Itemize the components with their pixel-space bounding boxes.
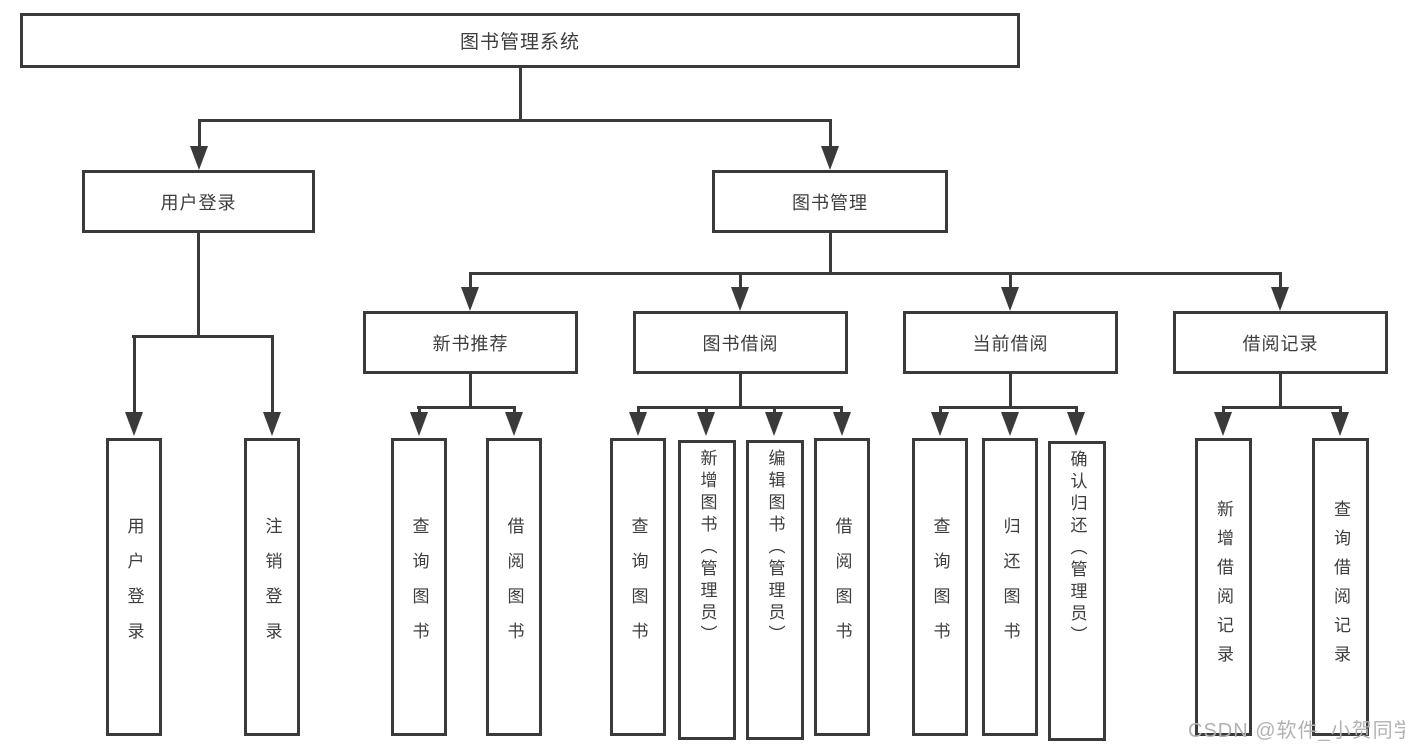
connector-line — [705, 406, 708, 414]
leaf-query-borrow-record-label: 查询借阅记录 — [1331, 500, 1350, 674]
connector-line — [773, 406, 776, 414]
node-book-borrow: 图书借阅 — [633, 311, 848, 374]
leaf-logout-label: 注销登录 — [262, 517, 282, 657]
node-borrow-record-label: 借阅记录 — [1242, 333, 1319, 354]
connector-line — [469, 374, 472, 406]
connector-line — [132, 335, 274, 338]
leaf-add-borrow-record-label: 新增借阅记录 — [1214, 500, 1233, 674]
node-root-label: 图书管理系统 — [459, 32, 580, 53]
connector-line — [519, 68, 522, 119]
node-borrow-record: 借阅记录 — [1173, 311, 1388, 374]
node-new-book-recommend: 新书推荐 — [363, 311, 578, 374]
node-user-login-label: 用户登录 — [160, 192, 237, 213]
connector-line — [637, 406, 843, 409]
node-book-management: 图书管理 — [712, 170, 948, 233]
arrowhead-down-icon — [1214, 412, 1232, 436]
leaf-query-books-1: 查询图书 — [391, 438, 447, 736]
connector-line — [739, 374, 742, 406]
node-current-borrow: 当前借阅 — [903, 311, 1118, 374]
leaf-add-books-admin-label: 新增图书（管理员） — [697, 449, 717, 647]
connector-line — [939, 406, 1077, 409]
leaf-query-books-3: 查询图书 — [912, 438, 968, 736]
node-current-borrow-label: 当前借阅 — [972, 333, 1049, 354]
connector-line — [469, 272, 1282, 275]
connector-line — [1222, 406, 1341, 409]
arrowhead-down-icon — [821, 146, 839, 170]
leaf-borrow-books-1: 借阅图书 — [486, 438, 542, 736]
arrowhead-down-icon — [190, 146, 208, 170]
watermark: CSDN @软件_小贺同学 — [1188, 720, 1405, 742]
arrowhead-down-icon — [410, 412, 428, 436]
leaf-add-borrow-record: 新增借阅记录 — [1195, 438, 1252, 736]
leaf-confirm-return-admin: 确认归还（管理员） — [1048, 441, 1106, 741]
node-root: 图书管理系统 — [20, 13, 1020, 68]
leaf-confirm-return-admin-label: 确认归还（管理员） — [1067, 450, 1087, 648]
connector-line — [1279, 272, 1282, 288]
leaf-user-login-label: 用户登录 — [124, 517, 144, 657]
arrowhead-down-icon — [1271, 287, 1289, 311]
node-user-login: 用户登录 — [82, 170, 315, 233]
connector-line — [513, 406, 516, 414]
connector-line — [1339, 406, 1342, 414]
connector-line — [199, 119, 831, 122]
leaf-query-books-1-label: 查询图书 — [409, 517, 429, 657]
node-book-management-label: 图书管理 — [792, 192, 868, 213]
connector-line — [637, 406, 640, 414]
connector-line — [198, 119, 201, 146]
arrowhead-down-icon — [765, 412, 783, 436]
connector-line — [829, 233, 832, 272]
leaf-borrow-books-1-label: 借阅图书 — [504, 517, 524, 657]
leaf-borrow-books-2-label: 借阅图书 — [832, 517, 852, 657]
arrowhead-down-icon — [697, 412, 715, 436]
arrowhead-down-icon — [263, 412, 281, 436]
arrowhead-down-icon — [629, 412, 647, 436]
connector-line — [417, 406, 516, 409]
leaf-logout: 注销登录 — [244, 438, 300, 736]
connector-line — [1009, 272, 1012, 288]
leaf-edit-books-admin-label: 编辑图书（管理员） — [765, 449, 785, 647]
leaf-user-login: 用户登录 — [106, 438, 162, 736]
leaf-query-books-2-label: 查询图书 — [628, 517, 648, 657]
leaf-return-books-label: 归还图书 — [1000, 517, 1020, 657]
connector-line — [939, 406, 942, 414]
leaf-query-borrow-record: 查询借阅记录 — [1312, 438, 1369, 736]
connector-line — [418, 406, 421, 414]
connector-line — [1075, 406, 1078, 414]
leaf-return-books: 归还图书 — [982, 438, 1038, 736]
leaf-edit-books-admin: 编辑图书（管理员） — [746, 440, 804, 740]
arrowhead-down-icon — [833, 412, 851, 436]
leaf-borrow-books-2: 借阅图书 — [814, 438, 870, 736]
arrowhead-down-icon — [1331, 412, 1349, 436]
leaf-query-books-2: 查询图书 — [610, 438, 666, 736]
connector-line — [840, 406, 843, 414]
connector-line — [197, 233, 200, 335]
node-new-book-recommend-label: 新书推荐 — [432, 333, 509, 354]
connector-line — [133, 335, 136, 412]
connector-line — [1009, 374, 1012, 406]
connector-line — [271, 335, 274, 412]
connector-line — [739, 272, 742, 288]
connector-line — [829, 119, 832, 146]
node-book-borrow-label: 图书借阅 — [702, 333, 779, 354]
arrowhead-down-icon — [505, 412, 523, 436]
arrowhead-down-icon — [1001, 287, 1019, 311]
leaf-add-books-admin: 新增图书（管理员） — [678, 440, 736, 740]
connector-line — [1222, 406, 1225, 414]
arrowhead-down-icon — [1067, 412, 1085, 436]
arrowhead-down-icon — [461, 287, 479, 311]
connector-line — [1279, 374, 1282, 406]
arrowhead-down-icon — [731, 287, 749, 311]
arrowhead-down-icon — [1001, 412, 1019, 436]
leaf-query-books-3-label: 查询图书 — [930, 517, 950, 657]
arrowhead-down-icon — [931, 412, 949, 436]
arrowhead-down-icon — [125, 412, 143, 436]
connector-line — [469, 272, 472, 288]
